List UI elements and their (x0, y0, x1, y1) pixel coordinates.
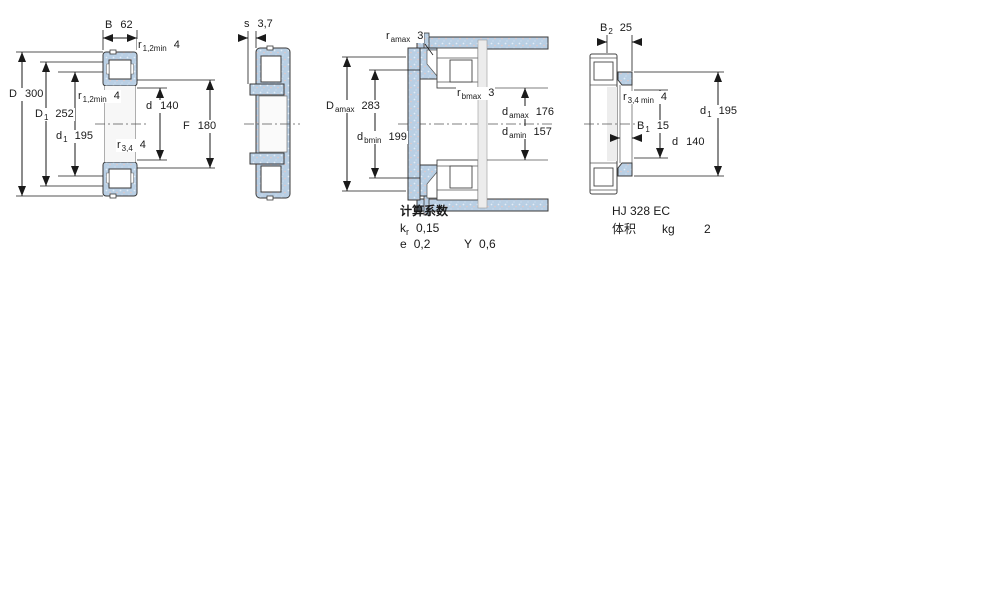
roller-top (108, 59, 132, 80)
angle-ring-designation: HJ 328 EC (612, 204, 671, 218)
angle-ring-mass-value: 2 (704, 222, 711, 236)
roller-bottom (593, 167, 614, 187)
roller-bottom (260, 165, 282, 193)
angle-ring-mass-unit: kg (662, 222, 675, 236)
angle-ring-drawing (584, 30, 724, 195)
angle-ring-lip-top (249, 83, 285, 96)
angle-ring-lip-bottom (249, 152, 285, 165)
shaft-abutment (407, 47, 421, 201)
calculation-factors-title: 计算系数 (400, 204, 449, 218)
snap-ring-notch-bottom (109, 193, 117, 199)
angle-ring-section-bottom (617, 162, 633, 177)
shaft-break-band (477, 39, 488, 209)
mounting-drawing (342, 32, 555, 216)
roller-top (260, 55, 282, 83)
angle-ring-mass-label: 体积 (612, 222, 637, 236)
leader-ramax (424, 43, 434, 56)
roller-top (593, 61, 614, 81)
snap-ring-notch-top (109, 49, 117, 55)
roller-bottom (108, 168, 132, 189)
angle-ring-section-top (617, 71, 633, 86)
side-view-drawing (238, 30, 300, 201)
